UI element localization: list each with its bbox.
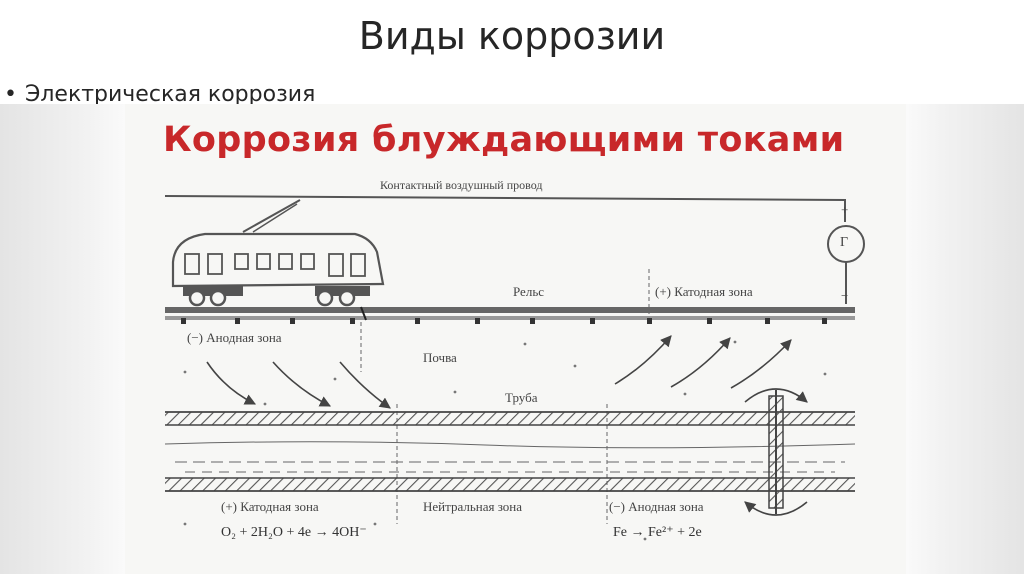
tram-icon bbox=[171, 232, 385, 307]
label-pipe: Труба bbox=[505, 390, 538, 405]
anode-equation: Fe → Fe²⁺ + 2e bbox=[613, 525, 702, 540]
bullet-dot: • bbox=[4, 82, 17, 107]
label-wire: Контактный воздушный провод bbox=[380, 178, 543, 192]
rail-sleepers bbox=[181, 318, 827, 324]
pipe bbox=[164, 411, 856, 492]
label-generator: Г bbox=[840, 235, 849, 250]
label-plus-terminal: + bbox=[841, 202, 849, 217]
slide-title: Виды коррозии bbox=[358, 14, 666, 58]
label-anode-zone-top: (−) Анодная зона bbox=[187, 330, 282, 345]
rail bbox=[165, 307, 855, 313]
diagram-drawing bbox=[164, 195, 865, 541]
label-neutral-zone: Нейтральная зона bbox=[423, 499, 522, 514]
cathode-equation: O₂ + 2H₂O + 4e → 4OH⁻ bbox=[221, 525, 367, 540]
right-shade bbox=[906, 104, 1024, 574]
zone-separators bbox=[360, 269, 650, 524]
bullet-text: Электрическая коррозия bbox=[24, 82, 316, 107]
left-shade bbox=[0, 104, 125, 574]
corrosion-diagram: Коррозия блуждающими токами Контактный в… bbox=[125, 104, 906, 574]
soil-dots bbox=[183, 340, 827, 541]
overhead-wire bbox=[164, 195, 846, 222]
label-soil: Почва bbox=[423, 350, 457, 365]
label-minus-terminal: − bbox=[841, 288, 849, 303]
label-cathode-zone-bottom: (+) Катодная зона bbox=[221, 499, 319, 514]
label-anode-zone-bottom: (−) Анодная зона bbox=[609, 499, 704, 514]
label-rail: Рельс bbox=[513, 284, 545, 299]
bullet-item: • Электрическая коррозия bbox=[4, 82, 315, 107]
pipe-flange bbox=[744, 388, 808, 516]
current-arrows bbox=[206, 335, 792, 409]
label-cathode-zone-top: (+) Катодная зона bbox=[655, 284, 753, 299]
trolley-pole bbox=[242, 199, 301, 233]
figure-title: Коррозия блуждающими токами bbox=[163, 120, 845, 160]
